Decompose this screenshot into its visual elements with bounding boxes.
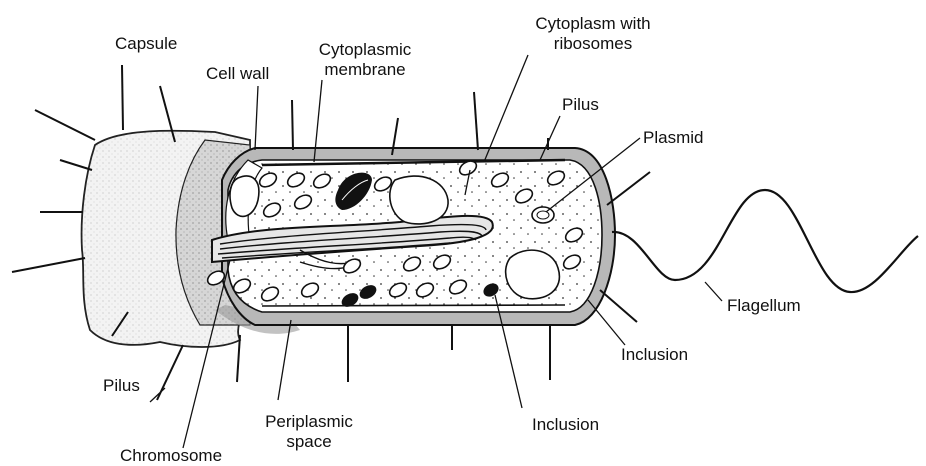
label-cytoplasm-with-ribosomes: Cytoplasm with ribosomes [523, 14, 663, 54]
label-periplasmic-space: Periplasmic space [244, 412, 374, 452]
label-flagellum: Flagellum [727, 296, 801, 316]
label-plasmid: Plasmid [643, 128, 703, 148]
plasmid-shape [532, 207, 554, 223]
label-cell-wall: Cell wall [206, 64, 269, 84]
label-pilus-top: Pilus [562, 95, 599, 115]
label-chromosome: Chromosome [120, 446, 222, 466]
label-pilus-bottom: Pilus [103, 376, 140, 396]
label-cytoplasmic-membrane: Cytoplasmic membrane [300, 40, 430, 80]
label-capsule: Capsule [115, 34, 177, 54]
flagellum [612, 190, 918, 292]
inclusion-vacuole-2 [390, 176, 448, 224]
inclusion-vacuole-3 [506, 250, 560, 299]
inclusion-vacuole-1 [230, 176, 259, 216]
label-inclusion-bottom: Inclusion [532, 415, 599, 435]
label-inclusion-right: Inclusion [621, 345, 688, 365]
